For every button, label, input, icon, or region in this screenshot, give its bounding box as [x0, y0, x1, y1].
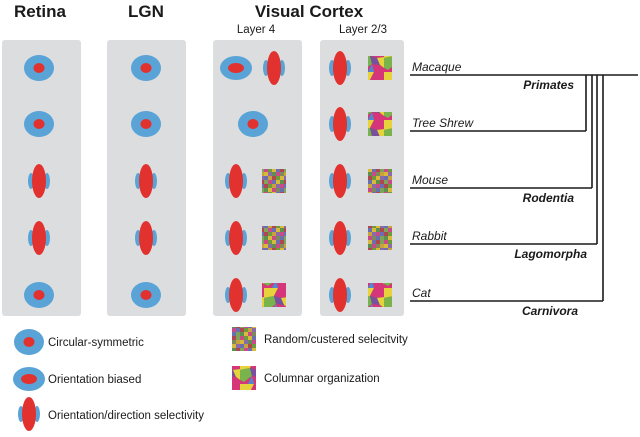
layer23-cell-a-mouse-selective — [329, 164, 351, 198]
layer23-cell-a-cat-selective — [329, 278, 351, 312]
order-label-primates: Primates — [523, 78, 574, 92]
layer4-cell-b-macaque-selective — [263, 51, 285, 85]
retina-cell-macaque-circular — [24, 55, 54, 81]
layer4-cell-b-rabbit-random — [262, 226, 286, 250]
lgn-cell-macaque-circular — [131, 55, 161, 81]
layer23-cell-b-tree-shrew-columnar — [368, 112, 392, 136]
layer23-cell-b-cat-columnar — [368, 283, 392, 307]
species-label-macaque: Macaque — [412, 60, 462, 74]
phylogenetic-tree — [410, 74, 638, 302]
retina-cell-rabbit-selective — [28, 221, 50, 255]
cell-icons — [24, 51, 392, 312]
header-layer4: Layer 4 — [237, 24, 276, 36]
lgn-cell-cat-circular — [131, 282, 161, 308]
header-layer23: Layer 2/3 — [339, 24, 387, 36]
layer23-cell-a-tree-shrew-selective — [329, 107, 351, 141]
order-label-rodentia: Rodentia — [523, 191, 575, 205]
legend-icon-columnar — [232, 366, 256, 390]
legend-label-selective: Orientation/direction selectivity — [48, 410, 204, 422]
species-label-rabbit: Rabbit — [412, 229, 447, 243]
layer23-cell-b-mouse-random — [368, 169, 392, 193]
header-lgn: LGN — [128, 2, 164, 21]
layer4-cell-a-macaque-biased — [220, 56, 252, 80]
retina-cell-mouse-selective — [28, 164, 50, 198]
layer4-cell-tree-shrew-circular — [238, 111, 268, 137]
layer23-cell-b-macaque-columnar — [368, 56, 392, 80]
species-label-mouse: Mouse — [412, 173, 448, 187]
layer4-cell-b-mouse-random — [262, 169, 286, 193]
layer23-cell-a-macaque-selective — [329, 51, 351, 85]
header-retina: Retina — [14, 2, 67, 21]
lgn-cell-tree-shrew-circular — [131, 111, 161, 137]
legend-icon-selective — [18, 397, 40, 431]
legend-label-columnar: Columnar organization — [264, 373, 380, 385]
retina-cell-cat-circular — [24, 282, 54, 308]
legend-label-circular: Circular-symmetric — [48, 337, 144, 349]
order-label-carnivora: Carnivora — [522, 304, 578, 318]
legend-icon-biased — [13, 367, 45, 391]
legend-label-random: Random/custered selecitvity — [264, 334, 408, 346]
layer23-cell-a-rabbit-selective — [329, 221, 351, 255]
legend-icon-circular — [14, 329, 44, 355]
order-label-lagomorpha: Lagomorpha — [514, 247, 587, 261]
lgn-cell-mouse-selective — [135, 164, 157, 198]
layer4-cell-a-cat-selective — [225, 278, 247, 312]
species-label-tree-shrew: Tree Shrew — [412, 116, 474, 130]
layer4-cell-b-cat-columnar — [262, 283, 286, 307]
legend-label-biased: Orientation biased — [48, 374, 141, 386]
retina-cell-tree-shrew-circular — [24, 111, 54, 137]
legend-icons — [13, 327, 256, 431]
layer4-cell-a-rabbit-selective — [225, 221, 247, 255]
layer4-cell-a-mouse-selective — [225, 164, 247, 198]
layer23-cell-b-rabbit-random — [368, 226, 392, 250]
lgn-cell-rabbit-selective — [135, 221, 157, 255]
legend-icon-random — [232, 327, 256, 351]
header-visual-cortex: Visual Cortex — [255, 2, 364, 21]
species-label-cat: Cat — [412, 286, 431, 300]
